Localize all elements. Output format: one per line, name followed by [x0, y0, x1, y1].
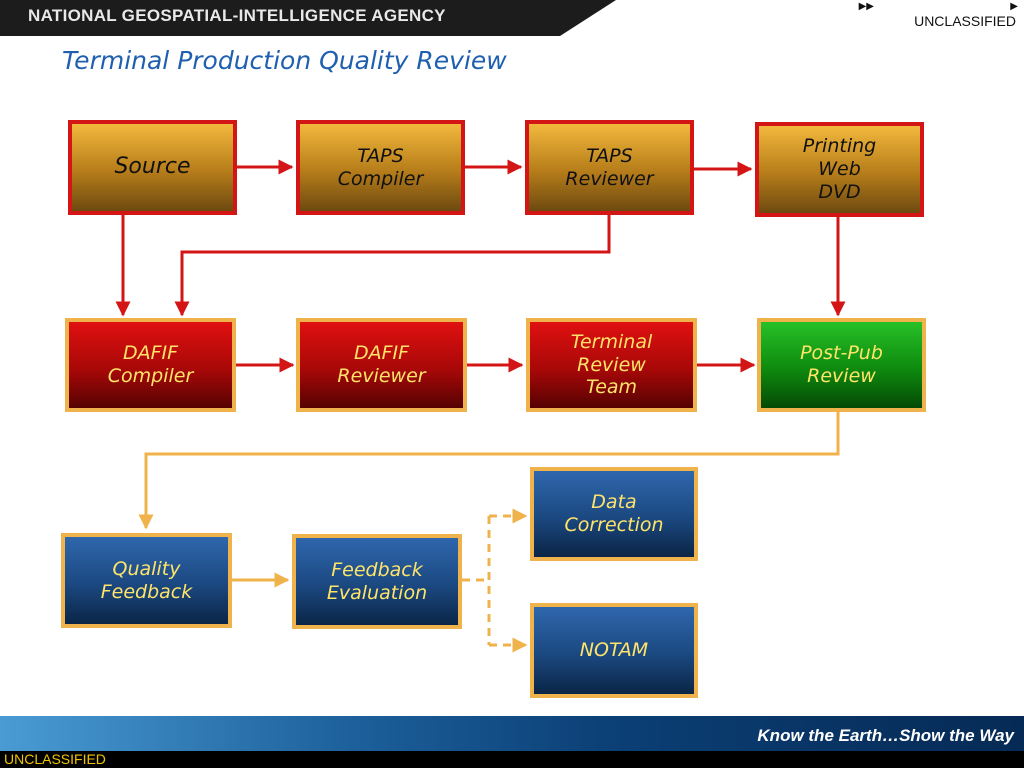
notam-box: NOTAM	[530, 603, 698, 698]
quality-feedback-box: Quality Feedback	[61, 533, 232, 628]
arrow-icon: ▶	[1010, 1, 1018, 12]
dafif-reviewer-box: DAFIF Reviewer	[296, 318, 467, 412]
classification-label-top: UNCLASSIFIED	[914, 13, 1016, 29]
dafif-compiler-box: DAFIF Compiler	[65, 318, 236, 412]
double-arrow-icon: ▶▶	[858, 1, 874, 12]
footer-banner: Know the Earth…Show the Way	[0, 716, 1024, 751]
printing-web-dvd-box: Printing Web DVD	[755, 122, 924, 217]
arrow-post-pub-to-quality-feedback	[138, 412, 840, 530]
header-bar: NATIONAL GEOSPATIAL-INTELLIGENCE AGENCY …	[0, 0, 1024, 36]
taps-reviewer-box: TAPS Reviewer	[525, 120, 694, 215]
post-pub-review-box: Post-Pub Review	[757, 318, 926, 412]
terminal-review-team-box: Terminal Review Team	[526, 318, 697, 412]
taps-compiler-box: TAPS Compiler	[296, 120, 465, 215]
source-box: Source	[68, 120, 237, 215]
tagline: Know the Earth…Show the Way	[757, 726, 1014, 745]
classification-tab: ▶▶ ▶ UNCLASSIFIED	[560, 0, 1024, 36]
footer-bar: UNCLASSIFIED	[0, 751, 1024, 768]
feedback-evaluation-box: Feedback Evaluation	[292, 534, 462, 629]
agency-name: NATIONAL GEOSPATIAL-INTELLIGENCE AGENCY	[28, 6, 446, 25]
arrow-taps-reviewer-to-dafif-compiler	[174, 215, 611, 317]
slide-title: Terminal Production Quality Review	[62, 46, 507, 75]
data-correction-box: Data Correction	[530, 467, 698, 561]
classification-label-bottom: UNCLASSIFIED	[4, 751, 106, 767]
